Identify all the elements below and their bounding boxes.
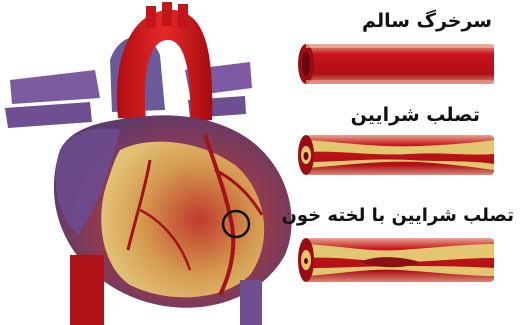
inferior-vein — [240, 280, 262, 325]
pulmonary-vessel-left-lower — [5, 102, 92, 128]
label-atherosclerosis-clot: تصلب شرایین با لخته خون — [282, 205, 514, 226]
label-healthy-artery: سرخرگ سالم — [362, 10, 492, 32]
aorta-branch-1 — [146, 6, 156, 28]
artery-healthy — [298, 44, 494, 84]
aorta-branch-2 — [162, 2, 172, 26]
pulmonary-vessel-left — [10, 70, 100, 104]
label-atherosclerosis: تصلب شرایین — [351, 104, 480, 126]
aorta-branch-3 — [178, 4, 188, 28]
descending-aorta — [70, 255, 104, 325]
artery-atherosclerosis-clot — [298, 238, 494, 282]
aorta — [117, 10, 212, 122]
artery-atherosclerosis — [298, 135, 494, 175]
heart — [5, 2, 292, 325]
